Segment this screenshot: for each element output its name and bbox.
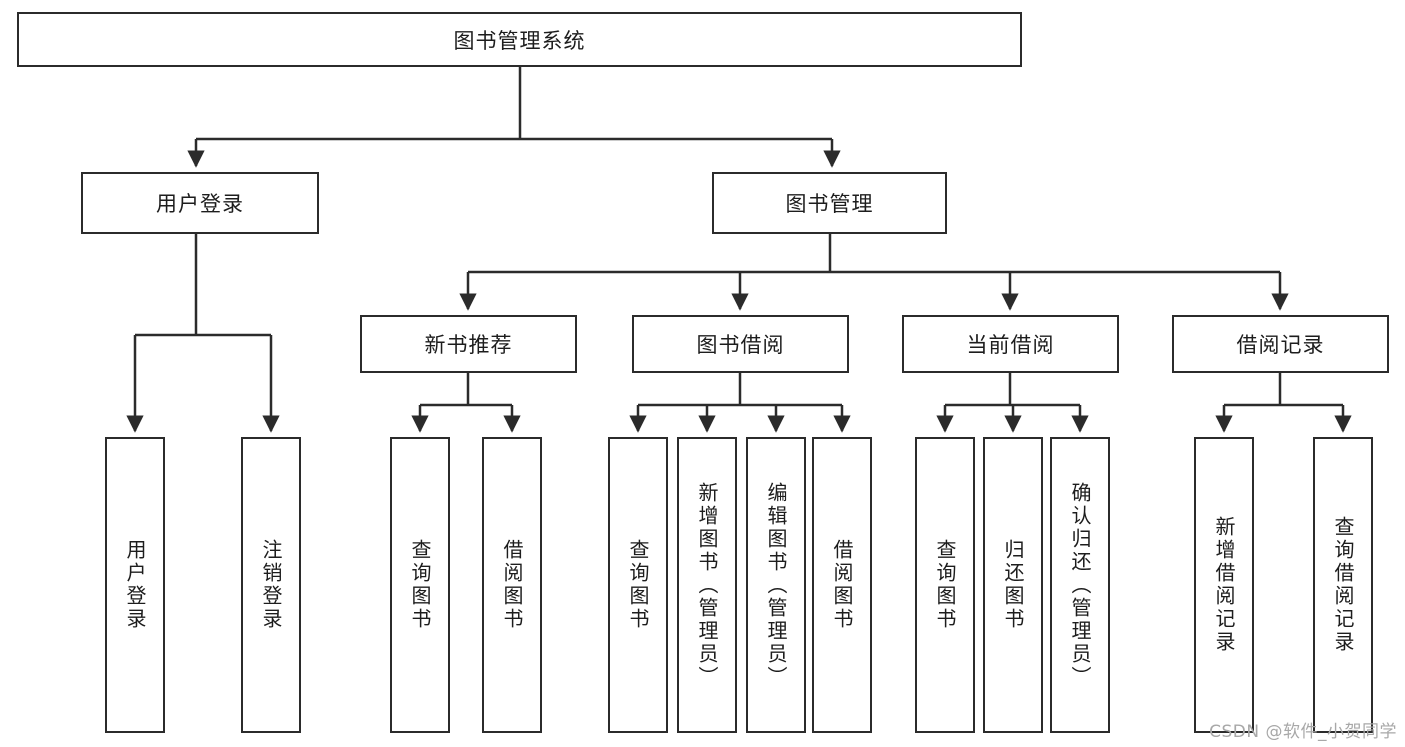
leaf-add-book[interactable]: 新增图书（管理员） <box>677 437 737 733</box>
node-root[interactable]: 图书管理系统 <box>17 12 1022 67</box>
node-current-borrow-label: 当前借阅 <box>966 333 1055 357</box>
leaf-user-logout-label: 注销登录 <box>259 539 283 631</box>
leaf-query-book-1[interactable]: 查询图书 <box>390 437 450 733</box>
leaf-borrow-book-1[interactable]: 借阅图书 <box>482 437 542 733</box>
leaf-edit-book[interactable]: 编辑图书（管理员） <box>746 437 806 733</box>
node-new-book-recommend[interactable]: 新书推荐 <box>360 315 577 373</box>
leaf-query-book-2-label: 查询图书 <box>626 539 650 631</box>
node-borrow-record[interactable]: 借阅记录 <box>1172 315 1389 373</box>
node-book-borrow[interactable]: 图书借阅 <box>632 315 849 373</box>
leaf-return-book[interactable]: 归还图书 <box>983 437 1043 733</box>
leaf-query-book-3[interactable]: 查询图书 <box>915 437 975 733</box>
node-root-label: 图书管理系统 <box>453 28 586 53</box>
leaf-add-record-label: 新增借阅记录 <box>1212 516 1236 654</box>
watermark: CSDN @软件_小贺同学 <box>1209 722 1397 742</box>
leaf-query-book-3-label: 查询图书 <box>933 539 957 631</box>
leaf-return-book-label: 归还图书 <box>1001 539 1025 631</box>
leaf-borrow-book-2-label: 借阅图书 <box>830 539 854 631</box>
node-borrow-record-label: 借阅记录 <box>1236 333 1325 357</box>
node-current-borrow[interactable]: 当前借阅 <box>902 315 1119 373</box>
node-user-login-label: 用户登录 <box>156 192 244 216</box>
node-new-book-recommend-label: 新书推荐 <box>424 333 513 357</box>
node-book-manage-label: 图书管理 <box>785 192 874 216</box>
leaf-query-book-1-label: 查询图书 <box>408 539 432 631</box>
leaf-confirm-return[interactable]: 确认归还（管理员） <box>1050 437 1110 733</box>
node-book-borrow-label: 图书借阅 <box>696 333 785 357</box>
leaf-query-book-2[interactable]: 查询图书 <box>608 437 668 733</box>
leaf-user-login[interactable]: 用户登录 <box>105 437 165 733</box>
leaf-confirm-return-label: 确认归还（管理员） <box>1068 481 1092 689</box>
leaf-query-record-label: 查询借阅记录 <box>1331 516 1355 654</box>
leaf-user-login-label: 用户登录 <box>123 539 147 631</box>
leaf-query-record[interactable]: 查询借阅记录 <box>1313 437 1373 733</box>
leaf-add-book-label: 新增图书（管理员） <box>695 481 719 689</box>
leaf-borrow-book-1-label: 借阅图书 <box>500 539 524 631</box>
leaf-user-logout[interactable]: 注销登录 <box>241 437 301 733</box>
node-book-manage[interactable]: 图书管理 <box>712 172 947 234</box>
leaf-borrow-book-2[interactable]: 借阅图书 <box>812 437 872 733</box>
node-user-login[interactable]: 用户登录 <box>81 172 319 234</box>
leaf-add-record[interactable]: 新增借阅记录 <box>1194 437 1254 733</box>
leaf-edit-book-label: 编辑图书（管理员） <box>764 481 788 689</box>
